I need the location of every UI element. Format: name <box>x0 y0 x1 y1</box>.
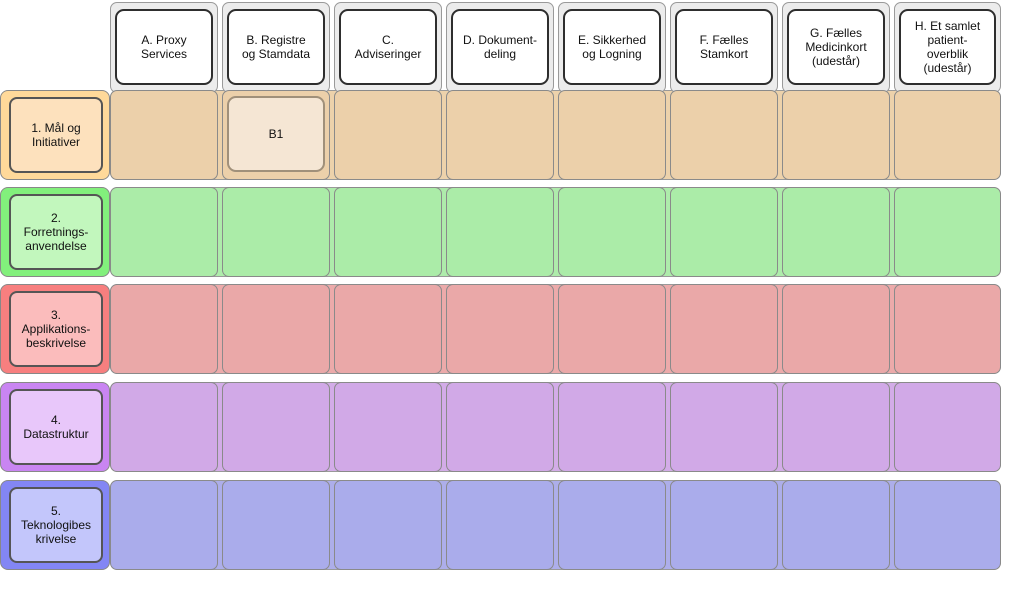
matrix-cell[interactable] <box>446 382 554 472</box>
matrix-cell[interactable] <box>670 382 778 472</box>
matrix-cell[interactable] <box>782 382 890 472</box>
row-header[interactable]: 2. Forretnings- anvendelse <box>9 194 103 270</box>
column-header-label: G. Fælles Medicinkort (udestår) <box>805 26 867 68</box>
row-header-label: 3. Applikations- beskrivelse <box>21 308 91 350</box>
matrix-cell[interactable] <box>334 382 442 472</box>
row-header[interactable]: 1. Mål og Initiativer <box>9 97 103 173</box>
column-header[interactable]: H. Et samlet patient- overblik (udestår) <box>899 9 996 85</box>
column-header[interactable]: D. Dokument- deling <box>451 9 549 85</box>
column-header-label: F. Fælles Stamkort <box>699 33 749 61</box>
matrix-cell[interactable] <box>782 187 890 277</box>
diagram-node-label: B1 <box>268 127 284 141</box>
column-header[interactable]: A. Proxy Services <box>115 9 213 85</box>
matrix-cell[interactable] <box>334 284 442 374</box>
row-header[interactable]: 4. Datastruktur <box>9 389 103 465</box>
matrix-cell[interactable] <box>558 187 666 277</box>
matrix-cell[interactable] <box>222 284 330 374</box>
matrix-cell[interactable] <box>782 90 890 180</box>
matrix-cell[interactable] <box>894 382 1001 472</box>
matrix-cell[interactable] <box>558 90 666 180</box>
matrix-cell[interactable] <box>894 284 1001 374</box>
matrix-cell[interactable] <box>334 480 442 570</box>
column-header-label: B. Registre og Stamdata <box>241 33 311 61</box>
column-header-label: E. Sikkerhed og Logning <box>577 33 647 61</box>
column-header[interactable]: E. Sikkerhed og Logning <box>563 9 661 85</box>
matrix-cell[interactable] <box>334 187 442 277</box>
matrix-cell[interactable] <box>222 480 330 570</box>
matrix-cell[interactable] <box>670 284 778 374</box>
matrix-cell[interactable] <box>894 480 1001 570</box>
column-header[interactable]: F. Fælles Stamkort <box>675 9 773 85</box>
matrix-cell[interactable] <box>782 480 890 570</box>
matrix-cell[interactable] <box>894 187 1001 277</box>
row-header-label: 2. Forretnings- anvendelse <box>23 211 89 253</box>
row-header[interactable]: 5. Teknologibes krivelse <box>9 487 103 563</box>
column-header[interactable]: B. Registre og Stamdata <box>227 9 325 85</box>
column-header-label: A. Proxy Services <box>140 33 187 61</box>
matrix-cell[interactable] <box>110 90 218 180</box>
diagram-node[interactable]: B1 <box>227 96 325 172</box>
matrix-cell[interactable] <box>558 480 666 570</box>
matrix-cell[interactable] <box>558 382 666 472</box>
matrix-cell[interactable] <box>222 187 330 277</box>
row-header-label: 5. Teknologibes krivelse <box>20 504 92 546</box>
matrix-cell[interactable] <box>670 90 778 180</box>
column-header[interactable]: G. Fælles Medicinkort (udestår) <box>787 9 885 85</box>
matrix-cell[interactable] <box>894 90 1001 180</box>
matrix-cell[interactable] <box>558 284 666 374</box>
matrix-cell[interactable] <box>670 187 778 277</box>
matrix-cell[interactable] <box>446 187 554 277</box>
matrix-cell[interactable] <box>446 90 554 180</box>
matrix-cell[interactable] <box>446 480 554 570</box>
column-header-label: C. Adviseringer <box>354 33 422 61</box>
matrix-cell[interactable] <box>670 480 778 570</box>
row-header-label: 4. Datastruktur <box>23 413 89 441</box>
matrix-cell[interactable] <box>110 382 218 472</box>
matrix-cell[interactable] <box>110 480 218 570</box>
matrix-cell[interactable] <box>334 90 442 180</box>
column-header-label: H. Et samlet patient- overblik (udestår) <box>914 19 981 75</box>
matrix-cell[interactable] <box>110 284 218 374</box>
matrix-cell[interactable] <box>782 284 890 374</box>
row-header-label: 1. Mål og Initiativer <box>31 121 81 149</box>
column-header-label: D. Dokument- deling <box>462 33 538 61</box>
row-header[interactable]: 3. Applikations- beskrivelse <box>9 291 103 367</box>
matrix-cell[interactable] <box>222 382 330 472</box>
column-header[interactable]: C. Adviseringer <box>339 9 437 85</box>
matrix-cell[interactable] <box>110 187 218 277</box>
matrix-cell[interactable] <box>446 284 554 374</box>
